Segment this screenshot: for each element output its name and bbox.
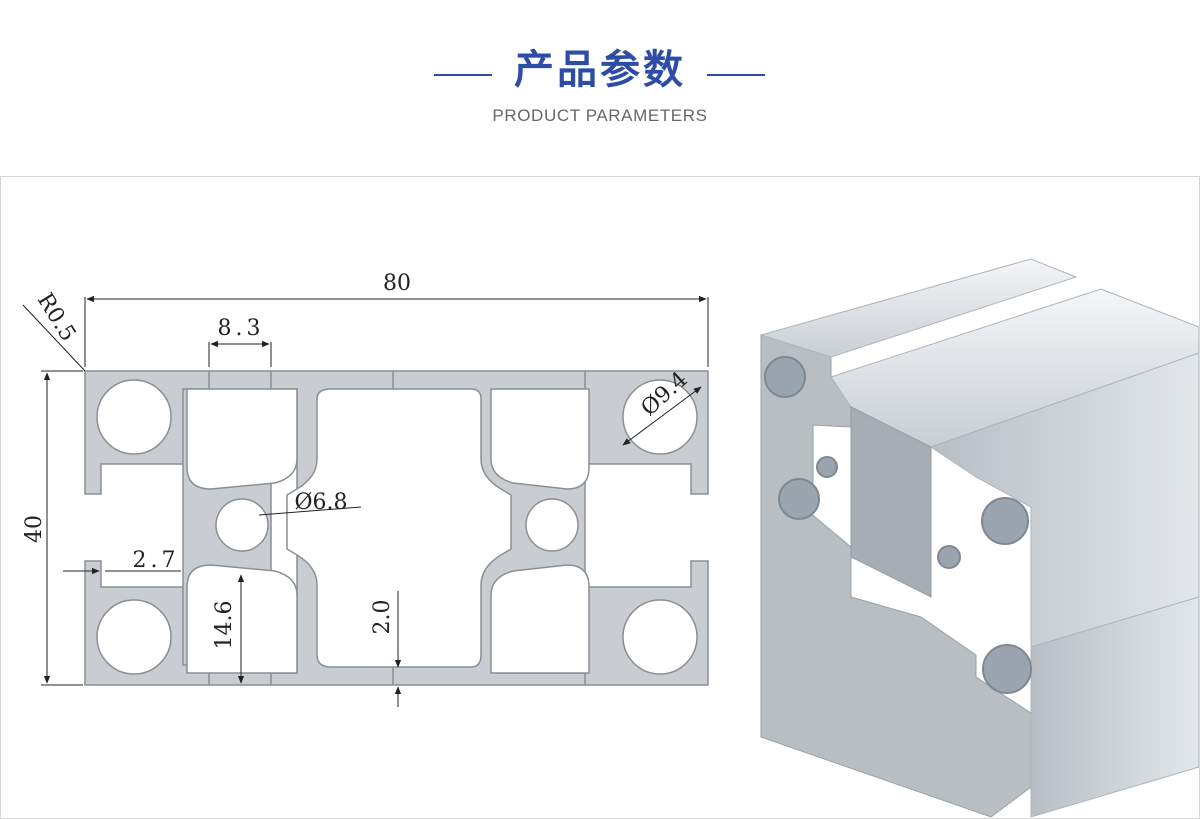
profile-cross-section — [84, 370, 709, 686]
dim-center-hole-label: Ø6.8 — [294, 490, 347, 515]
dim-width-label: 80 — [383, 271, 411, 296]
dim-height-label: 40 — [22, 515, 47, 543]
slot-opening — [490, 564, 590, 674]
render-hole — [778, 478, 820, 520]
render-channel — [850, 406, 932, 598]
section-header: 产品参数 PRODUCT PARAMETERS — [0, 0, 1200, 176]
product-parameters-panel: 80 8.3 40 R0.5 Ø9.4 Ø6.8 2.7 14.6 2.0 — [0, 176, 1200, 819]
center-hole — [215, 498, 269, 552]
render-hole — [981, 497, 1029, 545]
center-hole — [525, 498, 579, 552]
render-hole — [764, 356, 806, 398]
slot-opening — [186, 564, 298, 674]
dim-radius-label: R0.5 — [32, 289, 81, 346]
corner-hole — [96, 379, 172, 455]
title-row: 产品参数 — [0, 40, 1200, 100]
slot-opening — [490, 388, 590, 490]
render-side — [1030, 596, 1199, 818]
corner-hole — [96, 599, 172, 675]
render-hole — [982, 644, 1032, 694]
title-decor-line-left — [434, 74, 492, 76]
dim-depth-label: 14.6 — [212, 601, 237, 650]
dim-slot-width-label: 8.3 — [218, 316, 265, 341]
profile-3d-render — [759, 258, 1199, 818]
section-subtitle: PRODUCT PARAMETERS — [492, 106, 708, 125]
render-hole — [937, 545, 961, 569]
title-decor-line-right — [707, 74, 765, 76]
slot-opening — [186, 388, 298, 490]
dimension-lines — [22, 295, 709, 707]
section-title: 产品参数 — [514, 47, 686, 93]
corner-hole — [622, 599, 698, 675]
dim-wall-label: 2.7 — [133, 548, 180, 573]
render-rail-top — [759, 258, 1078, 358]
dim-thickness-label: 2.0 — [370, 600, 395, 635]
render-hole — [816, 456, 838, 478]
center-cavity — [286, 388, 512, 668]
drawing-canvas: 80 8.3 40 R0.5 Ø9.4 Ø6.8 2.7 14.6 2.0 — [22, 258, 1199, 818]
